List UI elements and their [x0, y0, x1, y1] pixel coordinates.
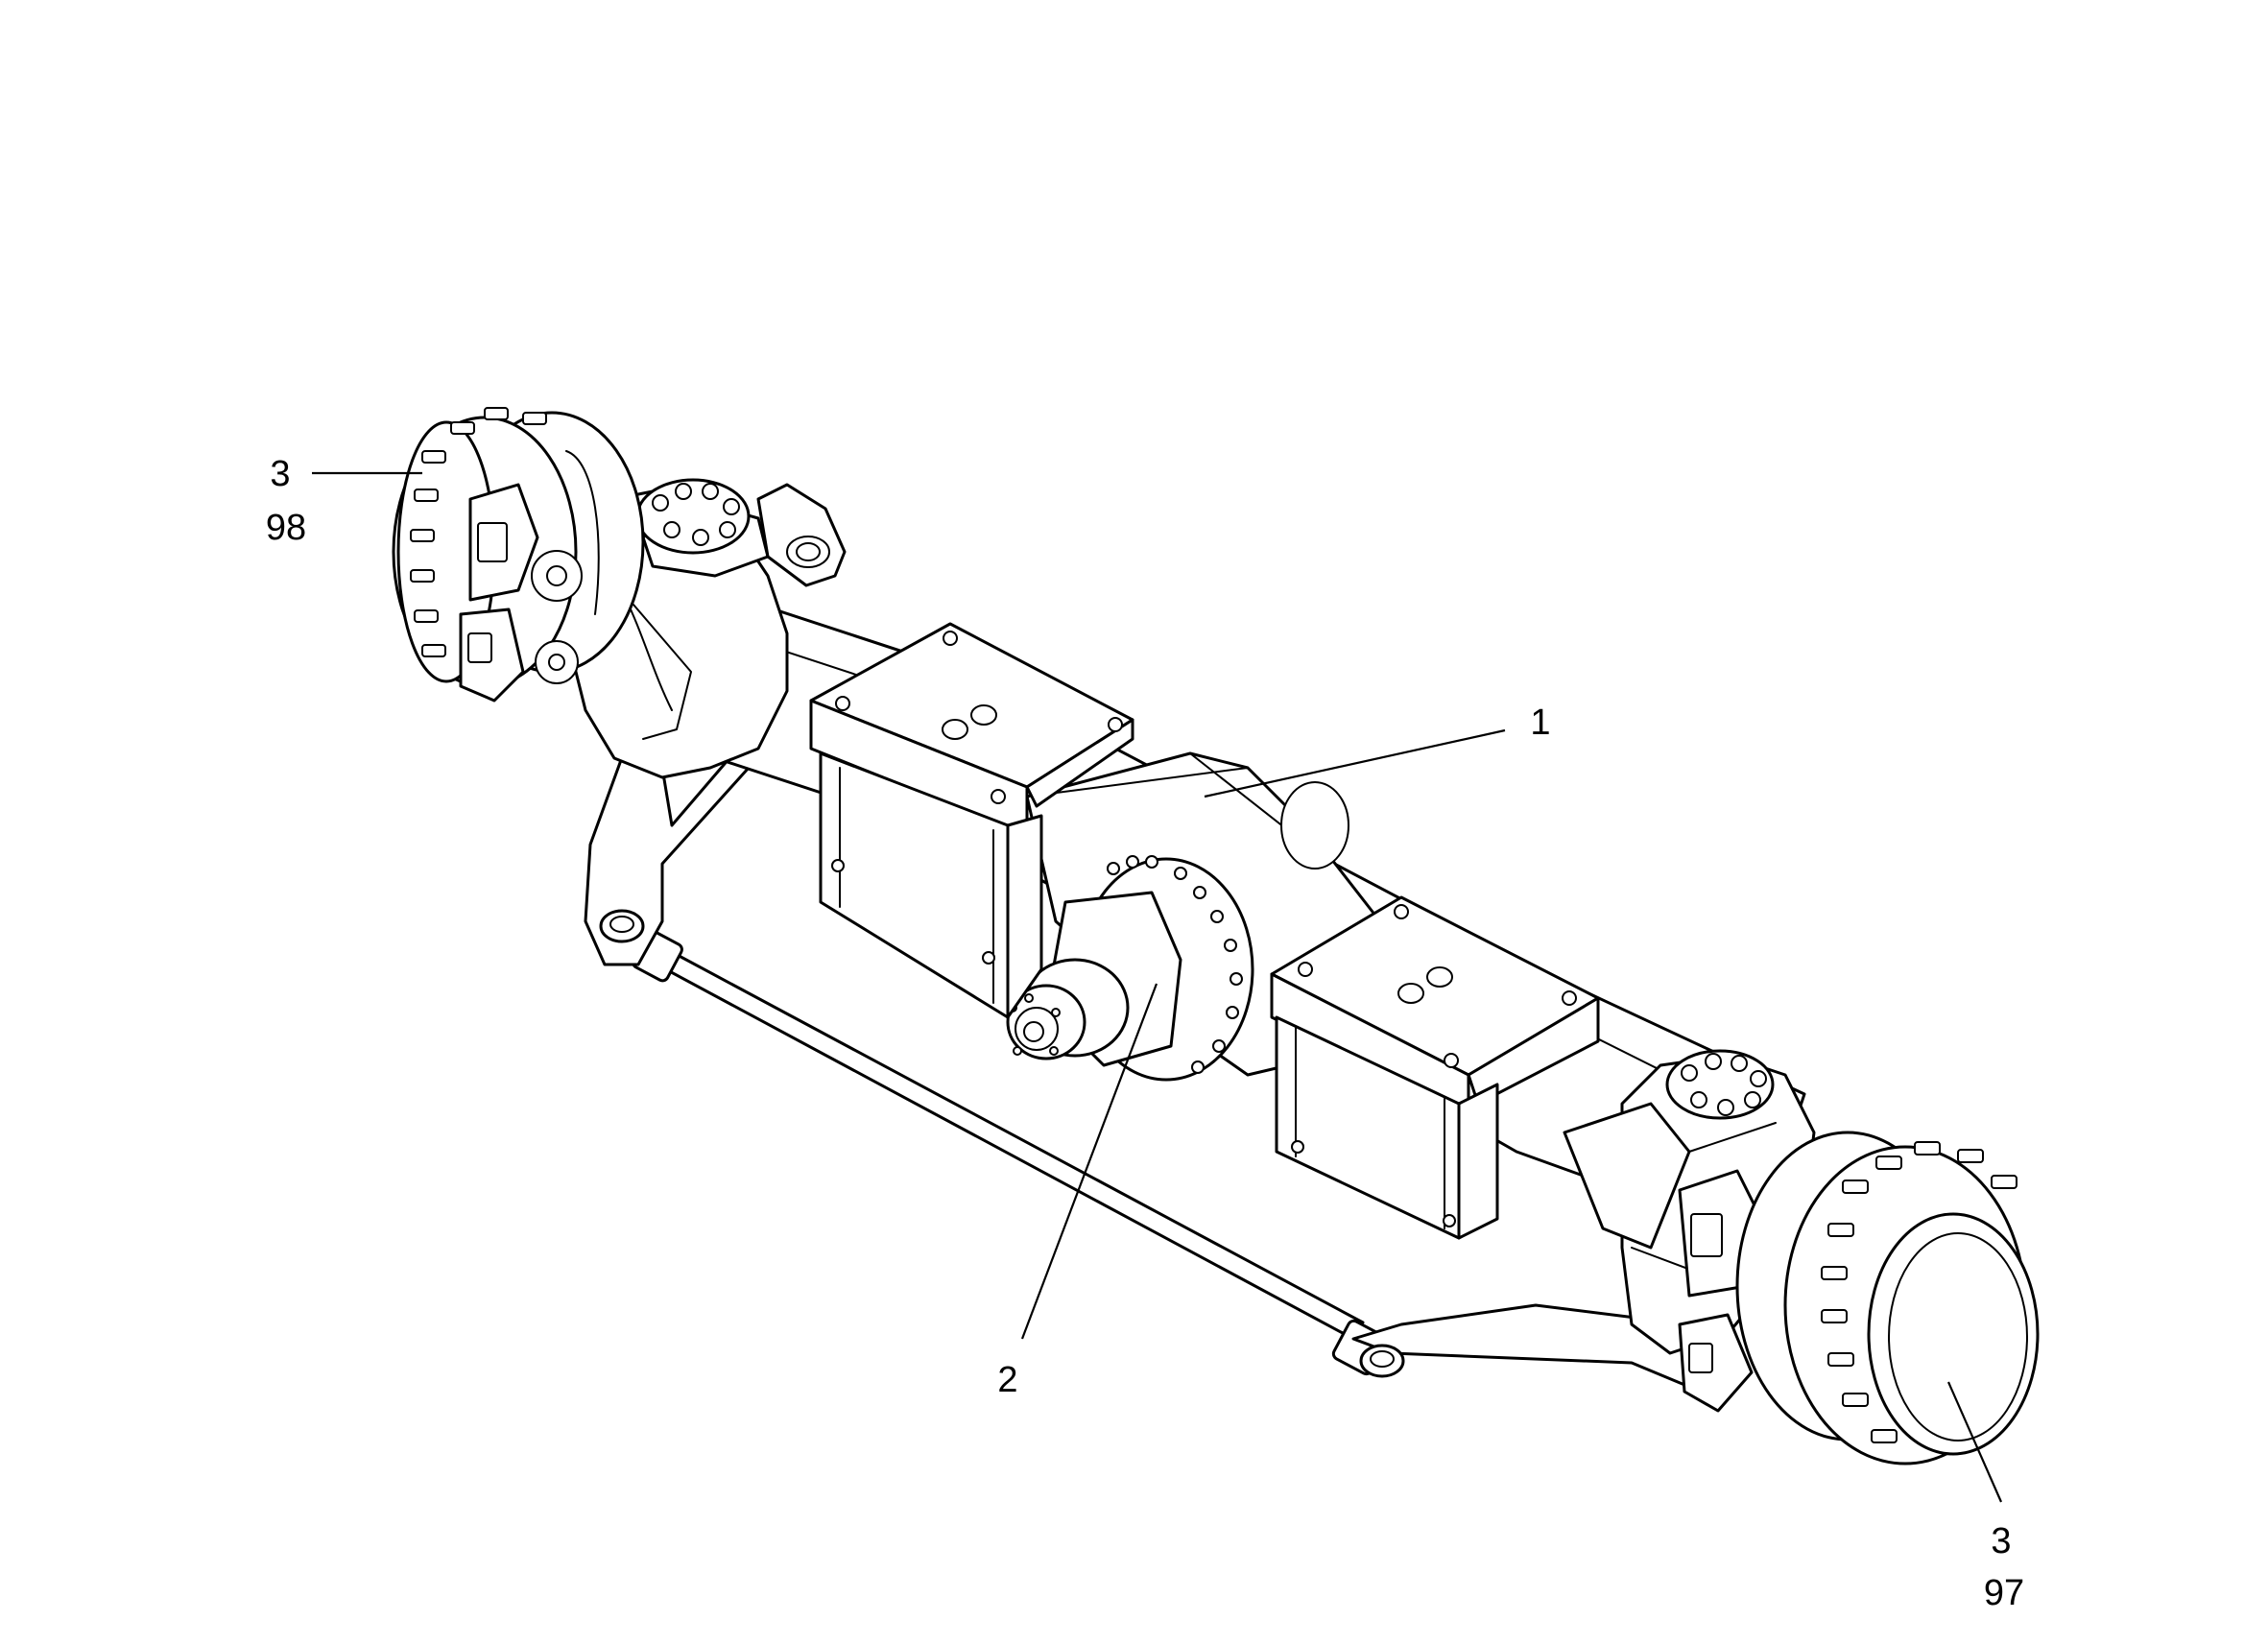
- left-wheel-hub: [392, 407, 645, 703]
- callout-differential-number: 2: [997, 1360, 1017, 1400]
- differential-carrier: [1006, 855, 1254, 1082]
- differential-flange-bolts: [1107, 855, 1243, 1074]
- left-spring-pad: [809, 622, 1134, 1019]
- right-wheel-hub: [1678, 1131, 2040, 1465]
- left-steering-arm: [584, 737, 751, 966]
- callout-right-hub-number: 3: [1991, 1521, 2011, 1561]
- callout-differential: 2: [997, 983, 1158, 1400]
- callout-right-hub: 3 97: [1946, 1381, 2024, 1613]
- left-wheel-studs: [410, 407, 547, 657]
- left-brake-caliper: [459, 483, 583, 703]
- right-spring-pad: [1270, 895, 1600, 1240]
- callout-left-hub-number: 3: [270, 454, 290, 494]
- callout-left-hub: 3 98: [266, 454, 422, 548]
- left-steering-knuckle: [569, 478, 847, 779]
- callout-axle-housing: 1: [1204, 703, 1551, 798]
- right-wheel-studs: [1821, 1141, 2017, 1443]
- callout-right-hub-code: 97: [1984, 1573, 2024, 1613]
- tie-rod: [632, 929, 1389, 1376]
- callout-left-hub-code: 98: [266, 508, 306, 548]
- callout-axle-housing-number: 1: [1530, 703, 1550, 743]
